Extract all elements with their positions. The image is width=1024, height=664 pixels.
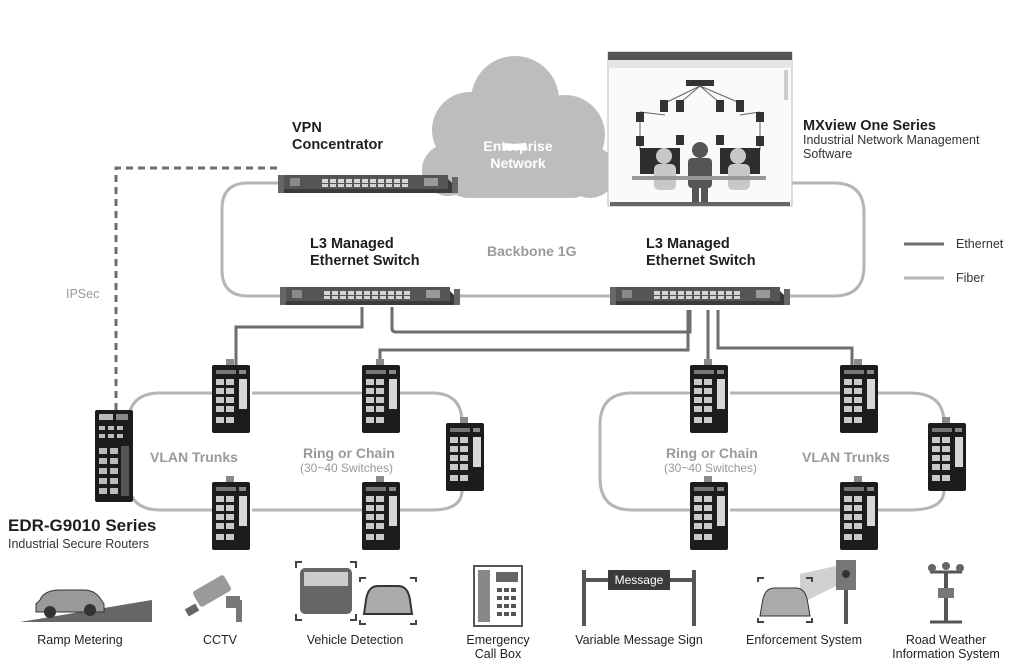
edr-router-device [95,410,133,502]
ring-chain-right-label: Ring or Chain [666,445,758,461]
l3-switch-right-label: L3 Managed Ethernet Switch [646,236,756,270]
cctv-icon [184,575,242,622]
caption-message-sign: Variable Message Sign [575,633,703,647]
mxview-screen [607,51,793,207]
vpn-label-line1: VPN [292,120,322,136]
caption-cctv: CCTV [202,633,238,647]
ring-chain-left-sublabel: (30~40 Switches) [300,461,394,475]
legend-ethernet-label: Ethernet [956,237,1004,251]
vpn-concentrator-device [278,175,458,193]
ring-switch [446,417,484,491]
message-sign-text: Message [614,573,664,587]
ring-switch [690,359,728,433]
ring-switch [928,417,966,491]
edr-title: EDR-G9010 Series [8,516,157,535]
ring-chain-left-label: Ring or Chain [303,445,395,461]
l3-right-line2: Ethernet Switch [646,253,756,269]
mxview-title: MXview One Series [803,118,936,134]
enterprise-network-label: Enterprise Network [470,138,566,172]
fiber-links [126,181,946,512]
l3-switch-left-label: L3 Managed Ethernet Switch [310,236,420,270]
vlan-trunks-left-label: VLAN Trunks [150,449,238,465]
mxview-subtitle: Industrial Network Management Software [803,133,979,161]
backbone-label: Backbone 1G [487,243,577,259]
mxview-sub-line1: Industrial Network Management [803,133,980,147]
vpn-label-line2: Concentrator [292,137,384,153]
ring-switch [212,476,250,550]
enforcement-icon [757,560,856,624]
vehicle-detection-icon [295,561,417,625]
ring-switch [362,476,400,550]
caption-ramp-metering: Ramp Metering [37,633,123,647]
ring-switch [840,359,878,433]
mxview-sub-line2: Software [803,147,853,161]
ipsec-label: IPSec [66,287,100,301]
vlan-trunks-right-label: VLAN Trunks [802,449,890,465]
enterprise-label-line2: Network [490,155,546,171]
ring-chain-right-sublabel: (30~40 Switches) [664,461,758,475]
legend-fiber-label: Fiber [956,271,985,285]
ring-switch [690,476,728,550]
l3-left-line2: Ethernet Switch [310,253,420,269]
l3-switch-left-device [280,287,460,305]
weather-station-icon [928,562,964,624]
vpn-concentrator-label: VPN Concentrator [292,120,383,154]
l3-left-line1: L3 Managed [310,236,394,252]
ramp-metering-icon [20,589,152,622]
message-sign-icon [582,570,696,626]
caption-vehicle-detection: Vehicle Detection [306,633,404,647]
ethernet-links [114,166,854,410]
ring-switch [212,359,250,433]
l3-right-line1: L3 Managed [646,236,730,252]
enterprise-label-line1: Enterprise [483,138,553,154]
l3-switch-right-device [610,287,790,305]
caption-enforcement: Enforcement System [745,633,862,647]
enterprise-cloud [422,56,616,198]
ring-switch [840,476,878,550]
call-box-icon [473,565,523,627]
ring-switch [362,359,400,433]
caption-call-box: Emergency Call Box [466,633,530,661]
caption-weather: Road Weather Information System [892,633,1000,661]
edr-subtitle: Industrial Secure Routers [8,537,150,551]
